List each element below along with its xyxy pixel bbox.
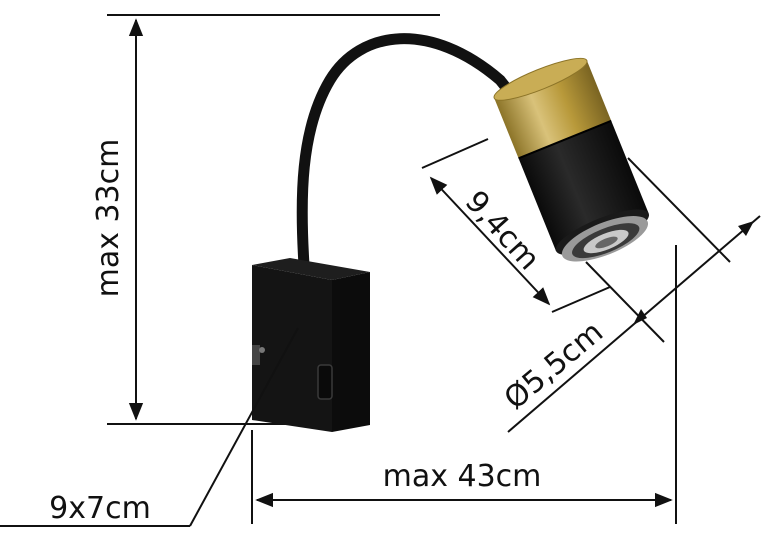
wall-base-box xyxy=(252,258,370,432)
head-length-label: 9,4cm xyxy=(458,184,547,277)
base-size-callout: 9x7cm xyxy=(0,327,299,527)
lamp-head xyxy=(493,57,650,262)
diameter-extension-right xyxy=(627,157,731,263)
diameter-extension-left xyxy=(585,261,665,343)
height-label: max 33cm xyxy=(91,139,126,298)
width-dimension: max 43cm xyxy=(251,245,677,524)
height-dimension: max 33cm xyxy=(91,14,440,425)
head-diameter-label: Ø5,5cm xyxy=(498,315,610,417)
power-switch xyxy=(317,364,333,400)
diameter-arrow-right xyxy=(738,221,754,236)
head-length-extension-bottom xyxy=(551,286,611,313)
brass-band xyxy=(494,60,612,159)
flexible-arm xyxy=(296,33,518,271)
base-leader-diagonal xyxy=(189,327,299,527)
width-label: max 43cm xyxy=(383,459,542,494)
lamp-illustration xyxy=(252,33,650,432)
base-size-label: 9x7cm xyxy=(49,491,151,526)
head-length-extension-top xyxy=(421,138,489,169)
head-length-arrow-line xyxy=(429,176,551,306)
diameter-arrow-left xyxy=(633,309,647,325)
